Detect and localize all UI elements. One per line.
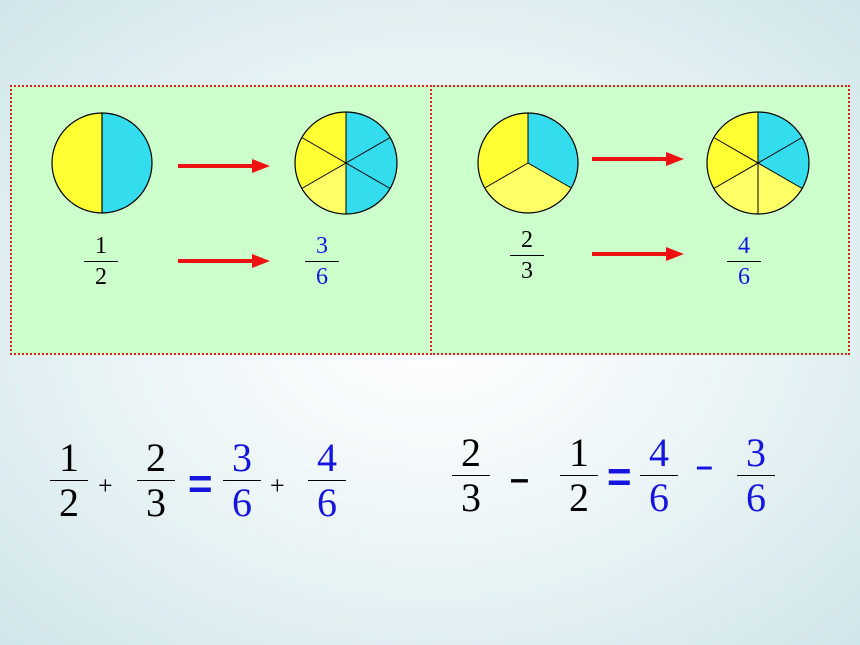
eq-right-term-d: 3 6 <box>737 433 775 518</box>
numerator: 3 <box>316 233 328 259</box>
sector-5 <box>294 137 346 189</box>
fraction-three-sixths: 3 6 <box>305 234 339 289</box>
fraction-two-thirds: 2 3 <box>510 228 544 283</box>
eq-left-term-b: 2 3 <box>137 438 175 523</box>
fraction-four-sixths: 4 6 <box>727 234 761 289</box>
arrow-right-icon <box>592 247 684 261</box>
equals-sign: = <box>188 460 213 507</box>
arrow-right-icon <box>178 159 270 173</box>
arrow-right-icon <box>592 152 684 166</box>
numerator: 1 <box>95 233 107 259</box>
eq-left-term-c: 3 6 <box>223 438 261 523</box>
circle-thirds <box>477 112 579 214</box>
denominator: 3 <box>521 258 533 284</box>
arrow-right-icon <box>178 254 270 268</box>
circle-sixths-right <box>706 111 810 215</box>
denominator: 6 <box>738 264 750 290</box>
plus-sign: + <box>270 471 285 500</box>
minus-sign: – <box>510 460 529 498</box>
equals-sign: = <box>607 453 632 500</box>
denominator: 6 <box>316 264 328 290</box>
fraction-one-half: 1 2 <box>84 234 118 289</box>
minus-sign: – <box>696 450 713 483</box>
eq-left-term-a: 1 2 <box>50 438 88 523</box>
numerator: 4 <box>738 233 750 259</box>
half-cyan <box>102 113 152 213</box>
eq-right-term-b: 1 2 <box>560 433 598 518</box>
sector-2 <box>758 137 810 189</box>
eq-left-term-d: 4 6 <box>308 438 346 523</box>
eq-right-term-c: 4 6 <box>640 433 678 518</box>
denominator: 2 <box>95 264 107 290</box>
plus-sign: + <box>98 471 113 500</box>
sector-5 <box>706 137 758 189</box>
numerator: 2 <box>521 227 533 253</box>
third-bottom <box>484 163 572 213</box>
circle-halves <box>51 112 153 214</box>
half-yellow <box>52 113 102 213</box>
third-cyan <box>528 113 578 188</box>
sector-2 <box>346 137 398 189</box>
eq-right-term-a: 2 3 <box>452 433 490 518</box>
circle-sixths-left <box>294 111 398 215</box>
third-left <box>478 113 528 188</box>
